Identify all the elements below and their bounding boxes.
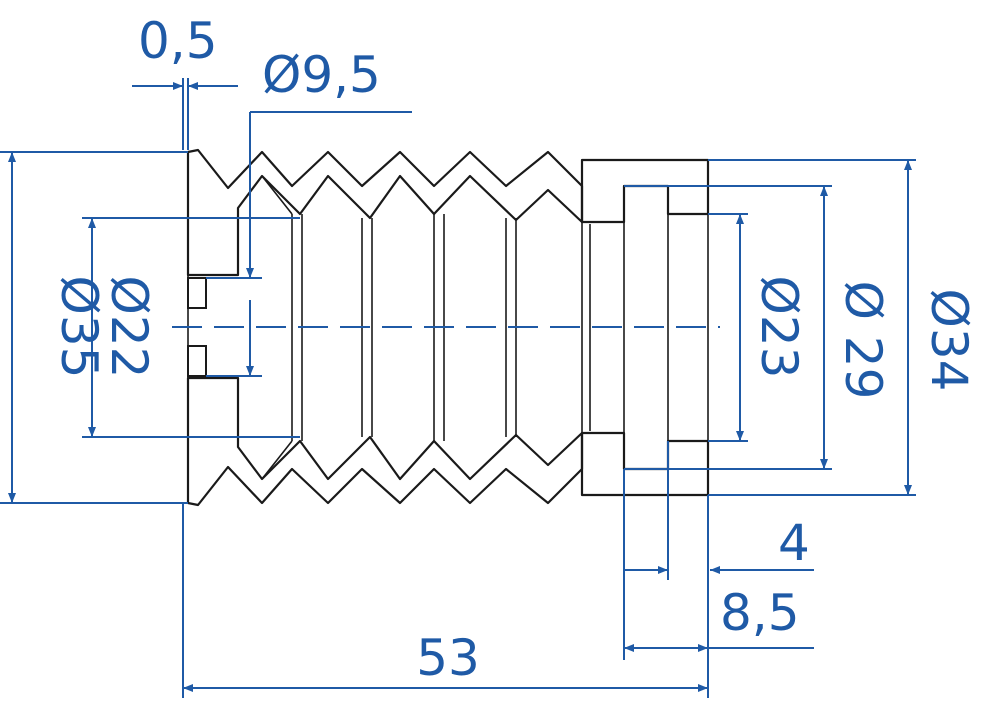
dim-hole-diameter-label: Ø9,5: [262, 46, 381, 104]
dim-step-4-label: 4: [778, 514, 810, 572]
collar-lower: [580, 431, 710, 497]
collar-upper: [580, 158, 710, 224]
dim-hole-diameter: Ø9,5: [206, 46, 412, 377]
lower-wall-section: [186, 376, 584, 507]
dim-collar-diameter: Ø34: [708, 159, 978, 496]
dim-thickness-label: 0,5: [138, 12, 218, 70]
dim-overall-length-label: 53: [416, 629, 480, 687]
dim-inner-diameter-label: Ø22: [100, 276, 158, 379]
dim-bore-23-label: Ø23: [750, 276, 808, 379]
dim-collar-diameter-label: Ø34: [920, 289, 978, 392]
dimensions: 0,5 Ø9,5 Ø35 Ø22: [0, 12, 978, 698]
dim-bore-23: Ø23: [708, 213, 808, 442]
hole-slot-upper: [187, 277, 207, 309]
dim-outer-diameter-label: Ø35: [50, 276, 108, 379]
dim-overall-length: 53: [182, 503, 708, 698]
dim-step-8-5: 8,5: [624, 584, 814, 652]
hole-slot-lower: [187, 345, 207, 377]
dim-inner-diameter: Ø22: [82, 217, 300, 438]
bellows-part: [186, 148, 710, 507]
upper-wall-section: [186, 148, 584, 277]
dim-bore-29-label: Ø 29: [834, 281, 892, 400]
dim-outer-diameter: Ø35: [0, 151, 188, 504]
dim-step-8-5-label: 8,5: [720, 584, 800, 642]
dim-bore-29: Ø 29: [624, 185, 892, 470]
dim-step-4: 4: [623, 441, 814, 698]
dim-thickness: 0,5: [132, 12, 238, 150]
